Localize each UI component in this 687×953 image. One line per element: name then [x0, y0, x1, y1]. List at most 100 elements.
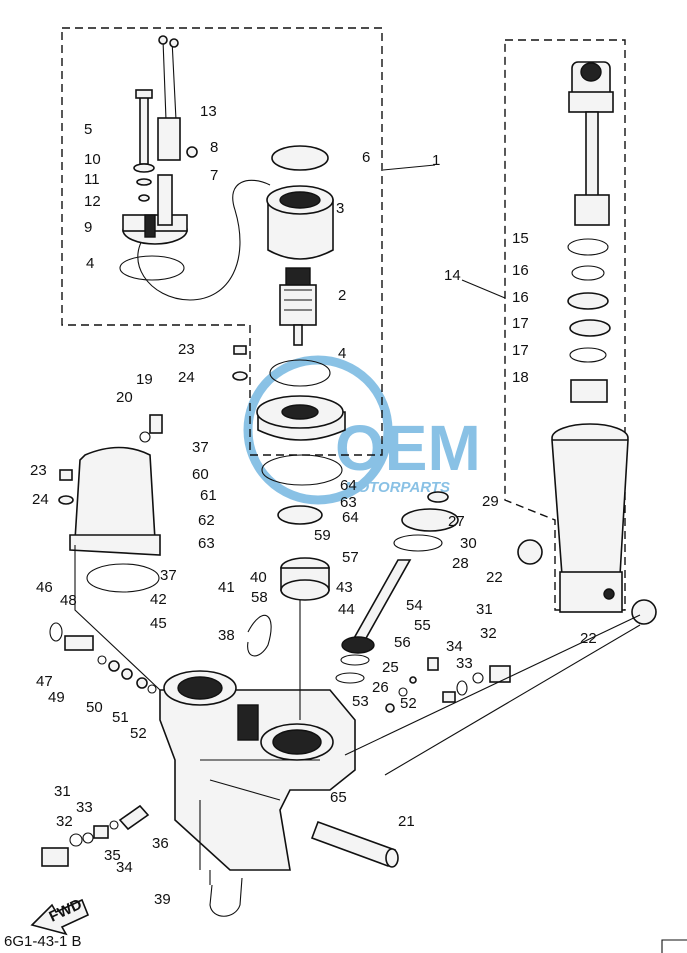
- callout-26: 26: [372, 679, 389, 696]
- o-ring-26: [335, 672, 365, 684]
- fwd-arrow: FWD: [30, 896, 90, 936]
- callout-33: 33: [76, 799, 93, 816]
- callout-20: 20: [116, 389, 133, 406]
- washer-24: [232, 371, 248, 381]
- callout-38: 38: [218, 627, 235, 644]
- callout-3: 3: [336, 200, 344, 217]
- callout-49: 49: [48, 689, 65, 706]
- armature-2: [279, 267, 317, 346]
- footer-code: 6G1-43-1 B: [4, 933, 82, 950]
- washer-10: [133, 163, 155, 173]
- callout-53: 53: [352, 693, 369, 710]
- clip-46: [49, 622, 63, 642]
- callout-46: 46: [36, 579, 53, 596]
- ball-57: [409, 676, 417, 684]
- shaft-21: [310, 820, 399, 868]
- callout-45: 45: [150, 615, 167, 632]
- callout-31: 31: [54, 783, 71, 800]
- callout-61: 61: [200, 487, 217, 504]
- washer-12: [138, 194, 150, 202]
- callout-40: 40: [250, 569, 267, 586]
- callout-16: 16: [512, 262, 529, 279]
- leader-lines: [74, 164, 641, 885]
- callout-48: 48: [60, 592, 77, 609]
- callout-21: 21: [398, 813, 415, 830]
- o-ring-4-top: [119, 255, 185, 281]
- o-ring-33-right: [456, 680, 468, 696]
- callout-34: 34: [446, 638, 463, 655]
- ball-50: [121, 668, 133, 680]
- callout-4: 4: [86, 255, 94, 272]
- callout-43: 43: [336, 579, 353, 596]
- main-housing: [159, 670, 356, 871]
- callout-22: 22: [486, 569, 503, 586]
- o-ring-20: [139, 431, 151, 443]
- callout-22: 22: [580, 630, 597, 647]
- tilt-cylinder-14: [551, 61, 629, 613]
- o-ring-32-right: [472, 672, 484, 684]
- plug-19: [149, 414, 163, 434]
- screw-8: [186, 146, 198, 158]
- callout-labels: 1234456789101112131415161617171819202122…: [0, 0, 597, 908]
- o-ring-30: [393, 534, 443, 552]
- o-ring-37-center: [261, 454, 343, 486]
- spring-34-right: [442, 691, 456, 703]
- callout-23: 23: [30, 462, 47, 479]
- callout-65: 65: [330, 789, 347, 806]
- o-ring-33-left: [82, 832, 94, 844]
- callout-44: 44: [338, 601, 355, 618]
- seat-53: [398, 687, 408, 697]
- piston-25-body: [341, 636, 375, 654]
- callout-13: 13: [200, 103, 217, 120]
- callout-30: 30: [460, 535, 477, 552]
- callout-59: 59: [314, 527, 331, 544]
- callout-17: 17: [512, 342, 529, 359]
- callout-24: 24: [32, 491, 49, 508]
- valve-48: [64, 635, 94, 651]
- callout-8: 8: [210, 139, 218, 156]
- callout-7: 7: [210, 167, 218, 184]
- callout-16: 16: [512, 289, 529, 306]
- valve-56: [427, 657, 439, 671]
- pump-58: [280, 557, 330, 601]
- plug-31-right: [489, 665, 511, 683]
- callout-5: 5: [84, 121, 92, 138]
- wire-39: [209, 877, 243, 917]
- cap-27: [401, 508, 459, 532]
- callout-60: 60: [192, 466, 209, 483]
- callout-50: 50: [86, 699, 103, 716]
- callout-31: 31: [476, 601, 493, 618]
- callout-23: 23: [178, 341, 195, 358]
- callout-18: 18: [512, 369, 529, 386]
- spring-49: [108, 660, 120, 672]
- callout-25: 25: [382, 659, 399, 676]
- callout-4: 4: [338, 345, 346, 362]
- callout-52: 52: [130, 725, 147, 742]
- callout-11: 11: [84, 171, 100, 188]
- valve-36: [118, 804, 150, 831]
- motor-assembly-box: [61, 27, 383, 456]
- plug-31-left: [41, 847, 69, 867]
- callout-9: 9: [84, 219, 92, 236]
- pin-54: [385, 703, 395, 713]
- spring-34-left: [93, 825, 109, 839]
- callout-51: 51: [112, 709, 129, 726]
- watermark: OEM MOTORPARTS: [243, 355, 481, 505]
- callout-63: 63: [198, 535, 215, 552]
- callout-33: 33: [456, 655, 473, 672]
- wiring-harness: [137, 35, 271, 301]
- ball-35: [109, 820, 119, 830]
- callout-15: 15: [512, 230, 529, 247]
- o-ring-29: [427, 491, 449, 503]
- callout-12: 12: [84, 193, 101, 210]
- callout-37: 37: [160, 567, 177, 584]
- callout-35: 35: [104, 847, 121, 864]
- brush-holder-9: [122, 174, 188, 245]
- callout-64: 64: [340, 477, 357, 494]
- watermark-sub: MOTORPARTS: [345, 479, 450, 496]
- seat-51: [136, 677, 148, 689]
- screw-23: [233, 345, 247, 355]
- callout-17: 17: [512, 315, 529, 332]
- callout-63: 63: [340, 494, 357, 511]
